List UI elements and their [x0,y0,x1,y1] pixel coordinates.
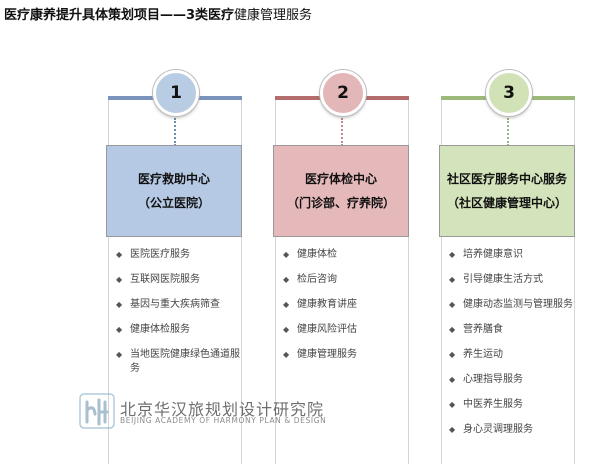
category-box: 医疗救助中心 （公立医院） [106,145,242,237]
category-box: 社区医疗服务中心服务 （社区健康管理中心） [439,145,575,237]
category-subtitle: （门诊部、疗养院） [286,196,395,210]
watermark-cn: 北京华汉旅规划设计研究院 [120,400,325,419]
watermark-en: BEIJING ACADEMY OF HARMONY PLAN & DESIGN [120,416,327,425]
list-item: ◆心理指导服务 [449,374,523,385]
category-subtitle: （公立医院） [137,196,210,210]
diamond-bullet-icon: ◆ [116,250,123,259]
list-item: ◆健康管理服务 [283,349,357,360]
page-title: 医疗康养提升具体策划项目——3类医疗健康管理服务 [4,4,312,23]
list-item: ◆培养健康意识 [449,249,523,260]
category-title: 医疗体检中心 [304,172,377,186]
diamond-bullet-icon: ◆ [449,400,456,409]
list-item: ◆引导健康生活方式 [449,274,543,285]
list-item: ◆检后咨询 [283,274,337,285]
watermark-logo: 北京华汉旅规划设计研究院 BEIJING ACADEMY OF HARMONY … [78,392,338,432]
category-subtitle: （社区健康管理中心） [446,196,567,210]
service-column-3: 3 社区医疗服务中心服务 （社区健康管理中心） ◆培养健康意识 ◆引导健康生活方… [439,70,575,466]
diamond-bullet-icon: ◆ [283,250,290,259]
diamond-bullet-icon: ◆ [449,325,456,334]
diamond-bullet-icon: ◆ [116,275,123,284]
dotted-connector [507,118,509,146]
diamond-bullet-icon: ◆ [116,325,123,334]
category-box: 医疗体检中心 （门诊部、疗养院） [273,145,409,237]
column-frame [108,98,242,464]
list-item: ◆健康体检 [283,249,337,260]
academy-logo-icon [79,393,115,429]
list-item: ◆中医养生服务 [449,399,523,410]
diamond-bullet-icon: ◆ [283,325,290,334]
diamond-bullet-icon: ◆ [116,300,123,309]
diamond-bullet-icon: ◆ [283,300,290,309]
diamond-bullet-icon: ◆ [449,375,456,384]
dotted-connector [174,118,176,146]
service-list: ◆健康体检 ◆检后咨询 ◆健康教育讲座 ◆健康风险评估 ◆健康管理服务 [283,248,407,373]
list-item: ◆健康动态监测与管理服务 [449,299,573,310]
list-item: ◆医院医疗服务 [116,249,190,260]
diamond-bullet-icon: ◆ [449,350,456,359]
title-bold: 医疗康养提升具体策划项目——3类医疗 [4,8,235,23]
diamond-bullet-icon: ◆ [449,300,456,309]
list-item: ◆健康风险评估 [283,324,357,335]
dotted-connector [341,118,343,146]
diamond-bullet-icon: ◆ [116,350,123,359]
diamond-bullet-icon: ◆ [449,425,456,434]
diamond-bullet-icon: ◆ [283,275,290,284]
list-item: ◆当地医院健康绿色通道服务 [116,349,240,374]
number-badge: 2 [320,70,366,116]
column-frame [441,98,575,464]
category-title: 社区医疗服务中心服务 [446,172,567,186]
diamond-bullet-icon: ◆ [283,350,290,359]
column-frame [275,98,409,464]
diamond-bullet-icon: ◆ [449,250,456,259]
diamond-bullet-icon: ◆ [449,275,456,284]
list-item: ◆身心灵调理服务 [449,424,533,435]
list-item: ◆健康体检服务 [116,324,190,335]
list-item: ◆营养膳食 [449,324,503,335]
list-item: ◆养生运动 [449,349,503,360]
list-item: ◆互联网医院服务 [116,274,200,285]
list-item: ◆健康教育讲座 [283,299,357,310]
number-badge: 1 [153,70,199,116]
service-list: ◆培养健康意识 ◆引导健康生活方式 ◆健康动态监测与管理服务 ◆营养膳食 ◆养生… [449,248,573,448]
service-list: ◆医院医疗服务 ◆互联网医院服务 ◆基因与重大疾病筛查 ◆健康体检服务 ◆当地医… [116,248,240,387]
number-badge: 3 [486,70,532,116]
service-column-1: 1 医疗救助中心 （公立医院） ◆医院医疗服务 ◆互联网医院服务 ◆基因与重大疾… [106,70,242,466]
title-rest: 健康管理服务 [234,8,313,23]
list-item: ◆基因与重大疾病筛查 [116,299,220,310]
service-column-2: 2 医疗体检中心 （门诊部、疗养院） ◆健康体检 ◆检后咨询 ◆健康教育讲座 ◆… [273,70,409,466]
category-title: 医疗救助中心 [137,172,210,186]
